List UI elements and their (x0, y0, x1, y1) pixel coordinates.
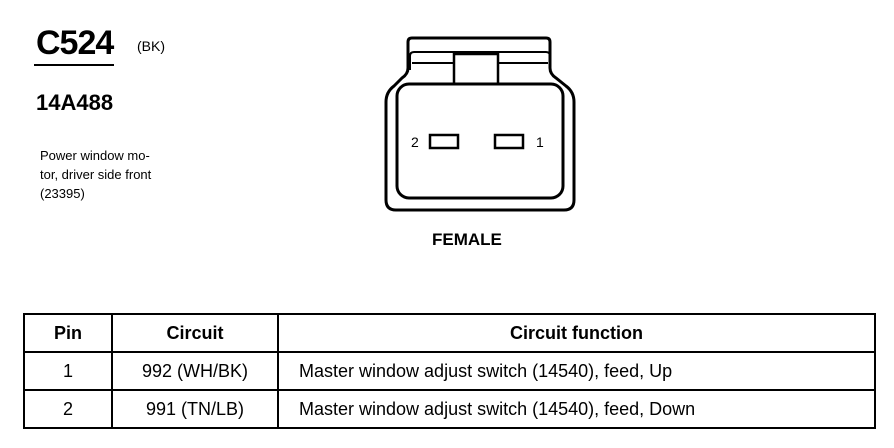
connector-description: Power window mo- tor, driver side front … (40, 146, 190, 203)
table-header-row: Pin Circuit Circuit function (23, 313, 876, 353)
pin-label-1: 1 (536, 134, 544, 150)
gender-label: FEMALE (432, 230, 502, 249)
color-code: (BK) (137, 38, 165, 54)
latch-block (452, 52, 500, 86)
column-header-circuit-function: Circuit function (277, 313, 876, 353)
part-number: 14A488 (36, 90, 114, 115)
table-row: 1 992 (WH/BK) Master window adjust switc… (23, 351, 876, 391)
connector-housing (384, 36, 576, 212)
connector-face-diagram: 2 1 (384, 36, 576, 212)
pin-label-2: 2 (411, 134, 419, 150)
circuit-cell: 992 (WH/BK) (111, 351, 279, 391)
description-line: Power window mo- (40, 148, 150, 163)
pin-table: Pin Circuit Circuit function 1 992 (WH/B… (23, 313, 876, 429)
connector-inner-cavity (395, 82, 565, 200)
description-line: (23395) (40, 186, 85, 201)
pin-cell: 1 (23, 351, 113, 391)
column-header-circuit: Circuit (111, 313, 279, 353)
table-row: 2 991 (TN/LB) Master window adjust switc… (23, 389, 876, 429)
connector-latch (409, 51, 551, 70)
description-line: tor, driver side front (40, 167, 152, 182)
circuit-cell: 991 (TN/LB) (111, 389, 279, 429)
terminal-1 (493, 133, 525, 150)
connector-id: C524 (36, 24, 114, 62)
circuit-function-cell: Master window adjust switch (14540), fee… (277, 351, 876, 391)
column-header-pin: Pin (23, 313, 113, 353)
pin-cell: 2 (23, 389, 113, 429)
terminal-2 (428, 133, 460, 150)
circuit-function-cell: Master window adjust switch (14540), fee… (277, 389, 876, 429)
connector-id-underline (34, 64, 114, 66)
